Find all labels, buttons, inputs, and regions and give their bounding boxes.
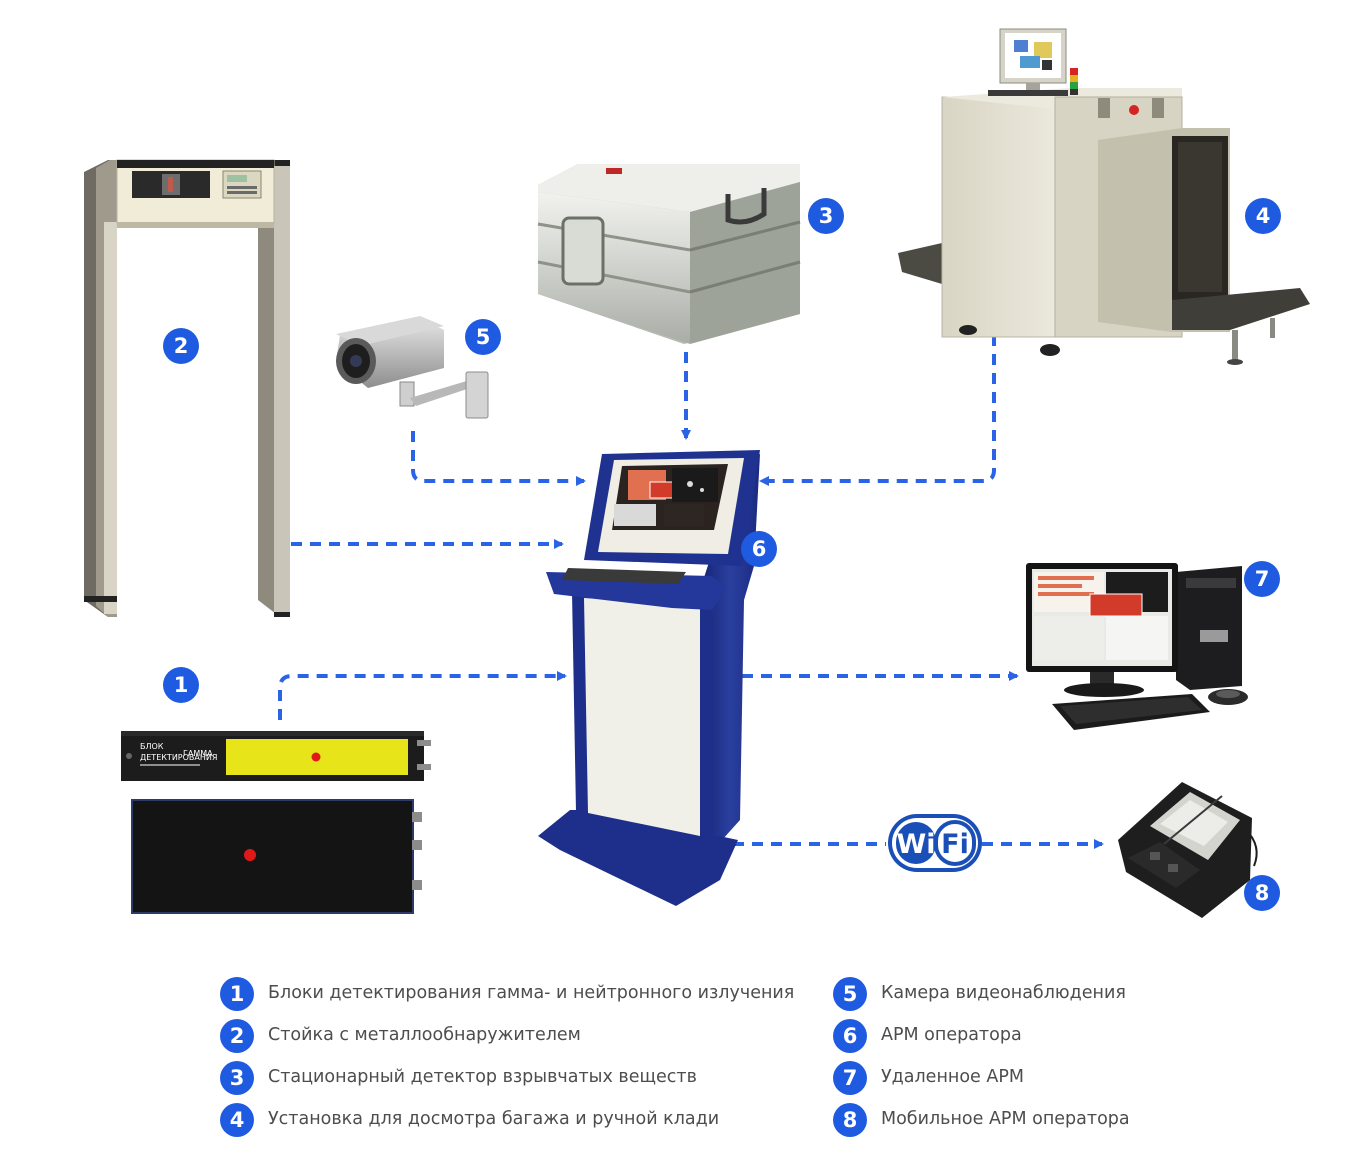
badge-number: 2 — [174, 334, 189, 358]
legend-number: 6 — [843, 1024, 858, 1048]
connectors — [278, 335, 1104, 849]
wifi-label-right: Fi — [941, 829, 969, 860]
explosives-detector-case-icon — [537, 164, 801, 344]
badge-number: 4 — [1256, 204, 1271, 228]
operator-kiosk-icon — [538, 450, 760, 906]
diagram-badge-1: 1 — [163, 667, 199, 703]
xray-baggage-scanner-icon — [898, 28, 1310, 365]
badge-number: 8 — [1255, 881, 1270, 905]
diagram-badge-5: 5 — [465, 319, 501, 355]
detector-unit-label-line1: БЛОК — [140, 742, 164, 751]
wifi-badge: Wi Fi — [888, 814, 982, 872]
badge-number: 5 — [476, 325, 491, 349]
legend-number: 7 — [843, 1066, 858, 1090]
diagram-badge-6: 6 — [741, 531, 777, 567]
badge-number: 7 — [1255, 567, 1270, 591]
legend-item: 4 Установка для досмотра багажа и ручной… — [220, 1103, 719, 1137]
badge-number: 3 — [819, 204, 834, 228]
legend-label: АРМ оператора — [881, 1025, 1022, 1045]
legend-label: Блоки детектирования гамма- и нейтронног… — [268, 983, 794, 1003]
legend: 1 Блоки детектирования гамма- и нейтронн… — [220, 977, 1130, 1137]
diagram-badge-8: 8 — [1244, 875, 1280, 911]
legend-label: Удаленное АРМ — [881, 1067, 1024, 1087]
legend-number: 5 — [843, 982, 858, 1006]
diagram-badge-2: 2 — [163, 328, 199, 364]
detector-unit-label-line3: ГАММА — [183, 749, 213, 758]
cctv-camera-icon — [336, 316, 489, 419]
connector-4-to-6 — [759, 335, 996, 486]
legend-item: 6 АРМ оператора — [833, 1019, 1022, 1053]
legend-number: 3 — [230, 1066, 245, 1090]
desktop-workstation-icon — [1026, 563, 1248, 730]
legend-label: Камера видеонаблюдения — [881, 983, 1126, 1003]
legend-item: 3 Стационарный детектор взрывчатых вещес… — [220, 1061, 697, 1095]
legend-item: 8 Мобильное АРМ оператора — [833, 1103, 1130, 1137]
legend-number: 8 — [843, 1108, 858, 1132]
legend-item: 1 Блоки детектирования гамма- и нейтронн… — [220, 977, 794, 1011]
legend-number: 4 — [230, 1108, 245, 1132]
legend-item: 7 Удаленное АРМ — [833, 1061, 1024, 1095]
legend-label: Стационарный детектор взрывчатых веществ — [268, 1067, 697, 1087]
legend-label: Мобильное АРМ оператора — [881, 1109, 1130, 1129]
diagram-badge-3: 3 — [808, 198, 844, 234]
wifi-label-left: Wi — [896, 829, 935, 860]
diagram-badge-7: 7 — [1244, 561, 1280, 597]
legend-label: Стойка с металлообнаружителем — [268, 1025, 581, 1045]
badge-number: 6 — [752, 537, 767, 561]
legend-number: 1 — [230, 982, 245, 1006]
detector-unit-label-line2: ДЕТЕКТИРОВАНИЯ — [140, 753, 217, 762]
badge-number: 1 — [174, 673, 189, 697]
rugged-tablet-icon — [1118, 782, 1258, 918]
metal-detector-gate-icon — [84, 159, 290, 617]
connector-1-to-6 — [278, 671, 567, 720]
connector-5-to-6 — [411, 431, 586, 486]
legend-number: 2 — [230, 1024, 245, 1048]
legend-label: Установка для досмотра багажа и ручной к… — [268, 1109, 719, 1129]
diagram-badge-4: 4 — [1245, 198, 1281, 234]
legend-item: 2 Стойка с металлообнаружителем — [220, 1019, 581, 1053]
legend-item: 5 Камера видеонаблюдения — [833, 977, 1126, 1011]
radiation-detector-icon: БЛОК ДЕТЕКТИРОВАНИЯ ГАММА — [121, 731, 431, 914]
